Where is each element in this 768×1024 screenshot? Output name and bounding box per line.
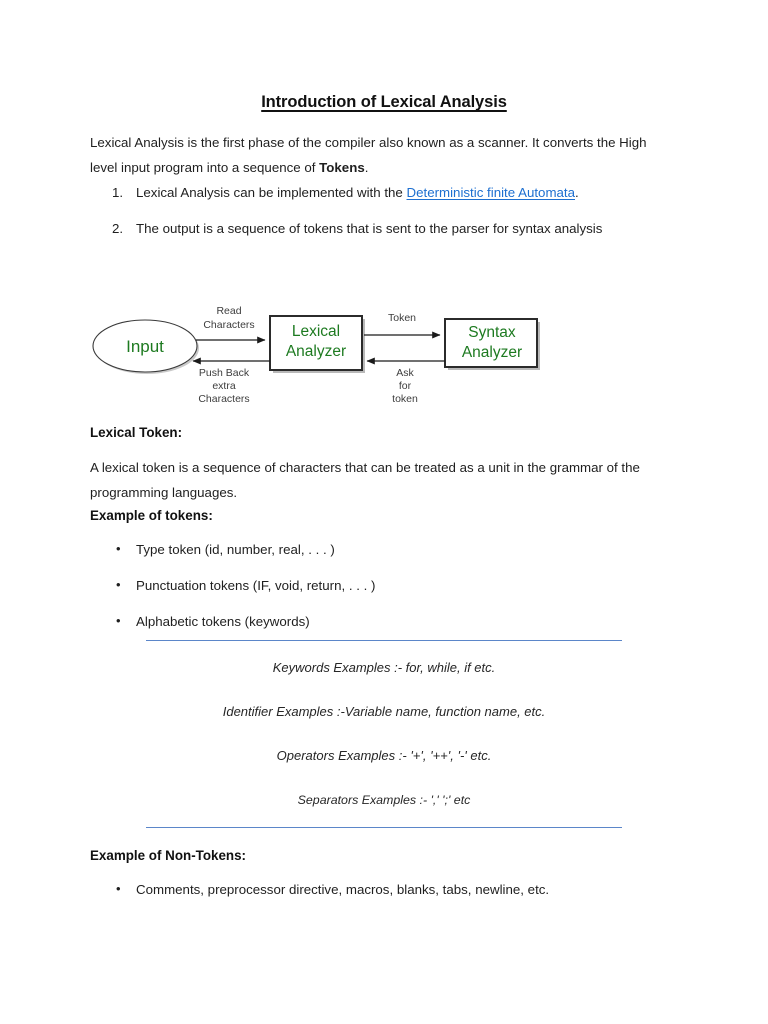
- nontoken-bullet-list: • Comments, preprocessor directive, macr…: [112, 880, 672, 916]
- heading-lexical-token: Lexical Token:: [90, 425, 183, 440]
- page-title: Introduction of Lexical Analysis: [90, 93, 678, 112]
- heading-example-of-tokens: Example of tokens:: [90, 508, 213, 523]
- intro-paragraph-part1: Lexical Analysis is the first phase of t…: [90, 135, 647, 175]
- diagram-label-ask-1: Ask: [396, 367, 414, 379]
- list-item-text: The output is a sequence of tokens that …: [136, 221, 603, 236]
- diagram-lexical-line1: Lexical: [292, 323, 340, 340]
- diagram-label-read-2: Characters: [203, 319, 254, 331]
- list-item: • Alphabetic tokens (keywords): [112, 612, 672, 632]
- diagram-label-pushback-1: Push Back: [199, 367, 250, 379]
- diagram-label-pushback-3: Characters: [198, 393, 249, 405]
- example-line-separators: Separators Examples :- ',' ';' etc: [297, 793, 471, 807]
- example-line-keywords: Keywords Examples :- for, while, if etc.: [272, 660, 496, 675]
- diagram-lexical-line2: Analyzer: [286, 343, 346, 360]
- diagram-label-ask-3: token: [392, 393, 418, 405]
- list-item: 1. Lexical Analysis can be implemented w…: [112, 183, 672, 203]
- bullet-glyph: •: [116, 541, 121, 556]
- diagram-node-lexical-analyzer: Lexical Analyzer: [269, 315, 363, 371]
- list-marker: 2.: [112, 221, 124, 236]
- link-deterministic-finite-automata[interactable]: Deterministic finite Automata: [406, 185, 576, 200]
- intro-paragraph-bold: Tokens: [319, 160, 365, 175]
- list-item: • Comments, preprocessor directive, macr…: [112, 880, 672, 900]
- bullet-glyph: •: [116, 613, 121, 628]
- intro-paragraph: Lexical Analysis is the first phase of t…: [90, 130, 668, 180]
- diagram-label-read-1: Read: [216, 305, 241, 317]
- list-marker: 1.: [112, 185, 124, 200]
- diagram-node-input: Input: [92, 319, 198, 373]
- list-item-text: Punctuation tokens (IF, void, return, . …: [136, 578, 376, 593]
- list-item: 2. The output is a sequence of tokens th…: [112, 219, 672, 239]
- diagram-label-pushback-2: extra: [212, 380, 236, 392]
- lexical-token-description: A lexical token is a sequence of charact…: [90, 460, 640, 500]
- diagram-node-syntax-analyzer: Syntax Analyzer: [444, 318, 538, 368]
- diagram-label-token: Token: [388, 312, 416, 324]
- lexical-analysis-flow-diagram: Input Lexical Analyzer Syntax Analyzer R…: [88, 292, 568, 412]
- list-item-text: Type token (id, number, real, . . . ): [136, 542, 335, 557]
- diagram-label-ask-2: for: [399, 380, 412, 392]
- example-line-identifier: Identifier Examples :-Variable name, fun…: [222, 704, 546, 719]
- intro-paragraph-part2: .: [364, 160, 369, 175]
- numbered-list: 1. Lexical Analysis can be implemented w…: [112, 183, 672, 255]
- token-bullet-list: • Type token (id, number, real, . . . ) …: [112, 540, 672, 648]
- list-item: • Type token (id, number, real, . . . ): [112, 540, 672, 560]
- examples-callout-block: Keywords Examples :- for, while, if etc.…: [146, 640, 622, 828]
- diagram-syntax-line2: Analyzer: [462, 344, 522, 361]
- divider-bottom: [146, 827, 622, 828]
- list-item-text: Comments, preprocessor directive, macros…: [136, 882, 550, 897]
- heading-example-of-non-tokens: Example of Non-Tokens:: [90, 848, 246, 863]
- list-item-text: Lexical Analysis can be implemented with…: [136, 185, 407, 200]
- diagram-syntax-line1: Syntax: [468, 324, 516, 341]
- list-item: • Punctuation tokens (IF, void, return, …: [112, 576, 672, 596]
- list-item-text-after: .: [575, 185, 579, 200]
- bullet-glyph: •: [116, 881, 121, 896]
- page-title-text: Introduction of Lexical Analysis: [261, 93, 507, 111]
- divider-top: [146, 640, 622, 641]
- diagram-input-label: Input: [126, 337, 164, 356]
- example-line-operators: Operators Examples :- '+', '++', '-' etc…: [276, 748, 492, 763]
- bullet-glyph: •: [116, 577, 121, 592]
- list-item-text: Alphabetic tokens (keywords): [136, 614, 310, 629]
